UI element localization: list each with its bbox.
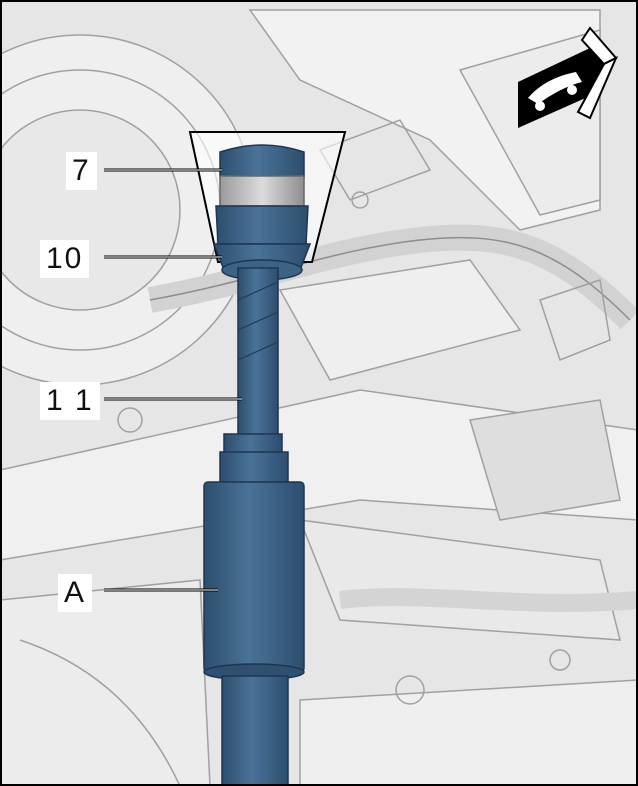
vehicle-front-direction-arrow-icon	[518, 26, 619, 128]
callout-7: 7	[66, 152, 97, 190]
callout-11: 1 1	[40, 382, 100, 420]
callout-10: 10	[40, 240, 90, 278]
special-tool-assembly	[203, 144, 312, 786]
part-7-cup	[219, 144, 305, 179]
lower-rod	[221, 675, 289, 786]
grey-collar	[219, 175, 305, 207]
part-10-thrust-piece	[215, 205, 309, 245]
part-11-spindle	[237, 267, 279, 441]
callout-a: A	[58, 574, 93, 612]
part-a-tool-body	[203, 481, 305, 673]
